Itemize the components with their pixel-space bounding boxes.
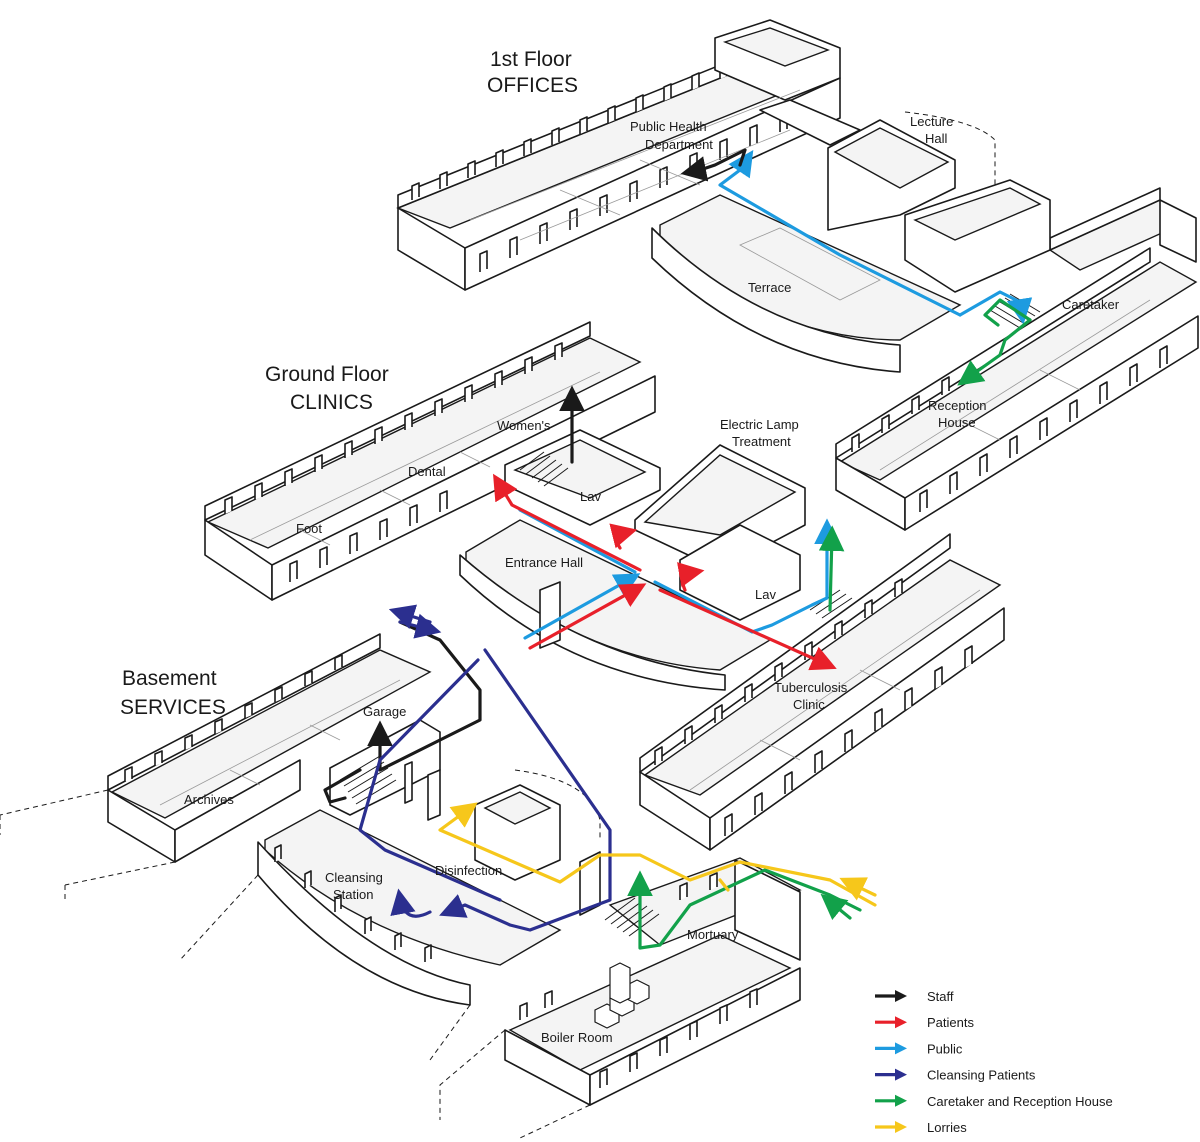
room-label-boiler-room: Boiler Room — [541, 1030, 613, 1045]
reception-house-structure — [835, 247, 1199, 531]
room-label-womens: Women's — [497, 418, 551, 433]
room-label-public-health-1: Public Health — [630, 119, 707, 134]
legend-label: Patients — [927, 1015, 974, 1030]
ground-floor-structure — [204, 321, 1005, 851]
room-label-dental: Dental — [408, 464, 446, 479]
floor-labels: 1st Floor OFFICES Ground Floor CLINICS B… — [120, 48, 578, 719]
room-label-public-health-2: Department — [645, 137, 713, 152]
legend-arrow-icon — [895, 1094, 907, 1107]
room-label-lav-upper: Lav — [580, 489, 601, 504]
legend-arrow-icon — [895, 1042, 907, 1055]
room-label-archives: Archives — [184, 792, 234, 807]
legend-item: Lorries — [875, 1120, 967, 1135]
route-lorries — [438, 802, 877, 907]
legend-arrow-icon — [895, 1068, 907, 1081]
room-label-caretaker: Caretaker — [1062, 297, 1120, 312]
room-label-mortuary: Mortuary — [687, 927, 739, 942]
boiler-units — [594, 962, 650, 1029]
floor-label-ground-line1: Ground Floor — [265, 363, 389, 386]
room-label-terrace: Terrace — [748, 280, 791, 295]
legend-label: Lorries — [927, 1120, 967, 1135]
legend-item: Patients — [875, 1015, 974, 1030]
room-label-tb-2: Clinic — [793, 697, 825, 712]
room-label-electric-lamp-1: Electric Lamp — [720, 417, 799, 432]
room-label-tb-1: Tuberculosis — [774, 680, 848, 695]
route-patients — [493, 473, 837, 671]
room-label-lav-lower: Lav — [755, 587, 776, 602]
legend-item: Public — [875, 1041, 963, 1056]
route-caretaker — [627, 298, 1032, 950]
floor-label-basement-line2: SERVICES — [120, 696, 226, 719]
legend-label: Caretaker and Reception House — [927, 1094, 1113, 1109]
legend-label: Cleansing Patients — [927, 1068, 1036, 1083]
floor-label-first-line1: 1st Floor — [490, 48, 572, 71]
room-label-entrance-hall: Entrance Hall — [505, 555, 583, 570]
floor-label-ground-line2: CLINICS — [290, 391, 373, 414]
legend-label: Public — [927, 1041, 963, 1056]
room-label-reception-1: Reception — [928, 398, 987, 413]
route-staff — [323, 148, 747, 804]
floor-label-first-line2: OFFICES — [487, 74, 578, 97]
route-public — [518, 150, 1033, 640]
legend-arrow-icon — [895, 1121, 907, 1133]
floor-label-basement-line1: Basement — [122, 667, 217, 690]
legend-item: Cleansing Patients — [875, 1068, 1036, 1083]
room-label-disinfection: Disinfection — [435, 863, 502, 878]
room-label-foot: Foot — [296, 521, 322, 536]
room-label-reception-2: House — [938, 415, 976, 430]
room-label-cleansing-1: Cleansing — [325, 870, 383, 885]
route-cleansing-patients — [358, 604, 612, 932]
first-floor-structure — [396, 19, 1197, 373]
basement-structure — [0, 633, 802, 1139]
legend-label: Staff — [927, 989, 954, 1004]
room-label-electric-lamp-2: Treatment — [732, 434, 791, 449]
room-label-lecture-hall-1: Lecture — [910, 114, 953, 129]
room-label-cleansing-2: Station — [333, 887, 373, 902]
room-label-garage: Garage — [363, 704, 406, 719]
legend-arrow-icon — [895, 990, 907, 1002]
legend-item: Caretaker and Reception House — [875, 1094, 1113, 1109]
legend-arrow-icon — [895, 1016, 907, 1029]
room-labels: Public Health Department Lecture Hall Te… — [184, 114, 1120, 1045]
first-floor-battlements — [411, 61, 788, 272]
room-label-lecture-hall-2: Hall — [925, 131, 948, 146]
legend-item: Staff — [875, 989, 954, 1004]
